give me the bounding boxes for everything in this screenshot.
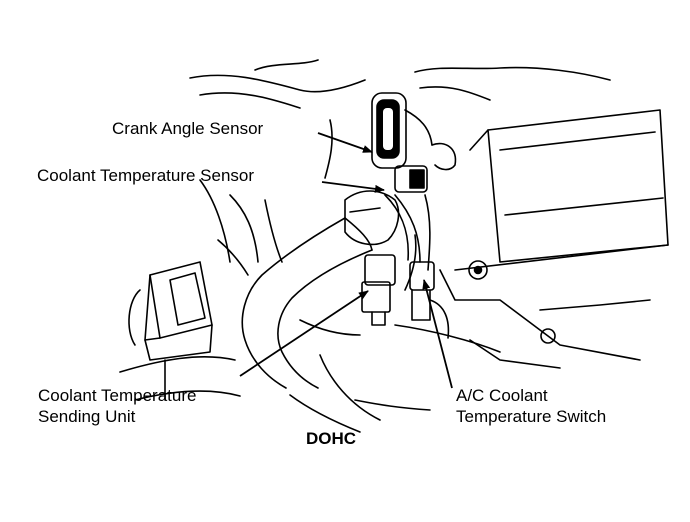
ac-switch-leader [422,279,453,389]
coolant-temperature-sending-unit-line-1: Coolant Temperature [38,386,197,405]
crank-angle-sensor-label: Crank Angle Sensor [112,119,264,138]
left-bracket [128,261,213,361]
ac-coolant-temperature-switch-line-2: Temperature Switch [456,407,607,426]
crank-angle-sensor-body [371,92,457,171]
diagram-caption: DOHC [306,429,357,448]
radiator-hose [241,217,373,389]
coolant-temperature-sensor-leader [321,181,385,193]
thermostat-housing [344,190,400,246]
engine-outline-top [189,74,366,93]
valve-cover [487,109,669,263]
coolant-temperature-sending-unit-label: Coolant Temperature Sending Unit [38,385,196,427]
sending-unit-leader [239,290,369,377]
ac-coolant-temperature-switch-label: A/C Coolant Temperature Switch [456,385,606,427]
coolant-temperature-sending-unit-line-2: Sending Unit [38,407,136,426]
ac-coolant-temperature-switch-line-1: A/C Coolant [456,386,548,405]
coolant-temperature-sensor-label: Coolant Temperature Sensor [37,166,255,185]
sending-unit-body [361,254,396,326]
sensor-connector [384,165,431,291]
bolt-head [540,328,556,344]
bolt-head [468,260,488,280]
crank-angle-sensor-leader [317,132,373,153]
